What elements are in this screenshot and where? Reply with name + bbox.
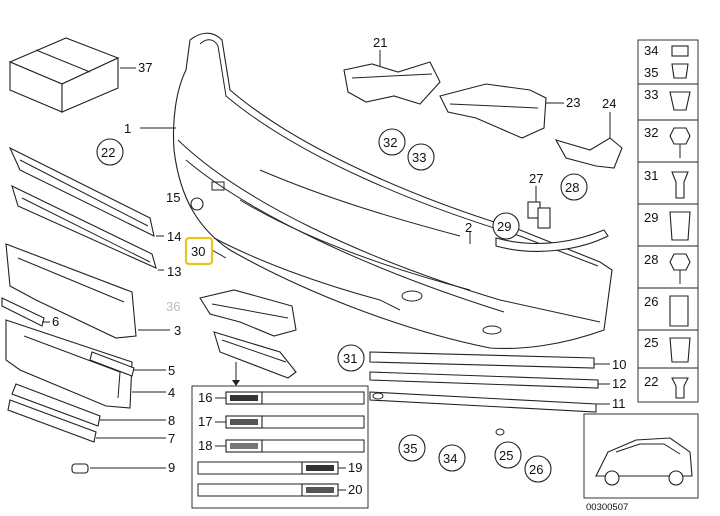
callout-12: 12 <box>612 376 626 391</box>
part-24-bracket <box>554 112 623 169</box>
part-6-strip <box>1 297 45 327</box>
bumper-cover <box>140 32 613 350</box>
callout-11: 11 <box>612 396 626 411</box>
callout-18: 18 <box>198 438 212 453</box>
panel-label-28: 28 <box>644 252 658 267</box>
panel-label-26: 26 <box>644 294 658 309</box>
callout-27: 27 <box>529 171 543 186</box>
callout-35: 35 <box>403 441 417 456</box>
callout-4: 4 <box>168 385 175 400</box>
callout-28: 28 <box>565 180 579 195</box>
car-thumbnail <box>583 413 699 499</box>
callout-32: 32 <box>383 135 397 150</box>
callout-15: 15 <box>166 190 180 205</box>
callout-26: 26 <box>529 462 543 477</box>
callout-6: 6 <box>52 314 59 329</box>
part-36-duct <box>199 289 297 386</box>
part-30-strip <box>213 237 401 311</box>
panel-label-22: 22 <box>644 374 658 389</box>
callout-3: 3 <box>174 323 181 338</box>
callout-9: 9 <box>168 460 175 475</box>
part-27-holder <box>527 186 551 229</box>
part-5-strip <box>89 351 135 377</box>
panel-label-35: 35 <box>644 65 658 80</box>
callout-17: 17 <box>198 414 212 429</box>
part-37-box <box>8 37 136 113</box>
part-23-bracket <box>439 83 564 139</box>
part-21-bracket <box>343 50 441 105</box>
callout-10: 10 <box>612 357 626 372</box>
part-2-strip <box>469 229 609 252</box>
callout-23: 23 <box>566 95 580 110</box>
callout-13: 13 <box>167 264 181 279</box>
callout-37: 37 <box>138 60 152 75</box>
callout-33: 33 <box>412 150 426 165</box>
callout-1: 1 <box>124 121 131 136</box>
part-14-grille <box>8 146 164 271</box>
callout-14: 14 <box>167 229 181 244</box>
callout-2: 2 <box>465 220 472 235</box>
callout-19: 19 <box>348 460 362 475</box>
part-9-bolt <box>71 463 166 474</box>
inset-panel <box>191 385 369 509</box>
panel-label-29: 29 <box>644 210 658 225</box>
part-7-strip <box>7 399 97 443</box>
panel-label-33: 33 <box>644 87 658 102</box>
diagram-id: 00300507 <box>586 502 628 513</box>
callout-21: 21 <box>373 35 387 50</box>
fasteners-panel <box>637 39 699 403</box>
part-10-strip <box>369 351 610 369</box>
panel-label-32: 32 <box>644 125 658 140</box>
callout-16: 16 <box>198 390 212 405</box>
callout-8: 8 <box>168 413 175 428</box>
inset-grilles <box>197 391 365 497</box>
panel-label-31: 31 <box>644 168 658 183</box>
callout-20: 20 <box>348 482 362 497</box>
highlight-box <box>184 236 214 266</box>
part-11-strip <box>369 391 610 436</box>
part-8-strip <box>11 383 101 427</box>
callout-22: 22 <box>101 145 115 160</box>
panel-label-25: 25 <box>644 335 658 350</box>
callout-36: 36 <box>166 299 180 314</box>
callout-31: 31 <box>343 351 357 366</box>
callout-7: 7 <box>168 431 175 446</box>
panel-label-34: 34 <box>644 43 658 58</box>
callout-34: 34 <box>443 451 457 466</box>
part-12-strip <box>369 371 610 389</box>
callout-5: 5 <box>168 363 175 378</box>
callout-29: 29 <box>497 219 511 234</box>
callout-25: 25 <box>499 448 513 463</box>
callout-24: 24 <box>602 96 616 111</box>
callout-30: 30 <box>191 244 205 259</box>
part-3-carrier <box>5 243 170 339</box>
